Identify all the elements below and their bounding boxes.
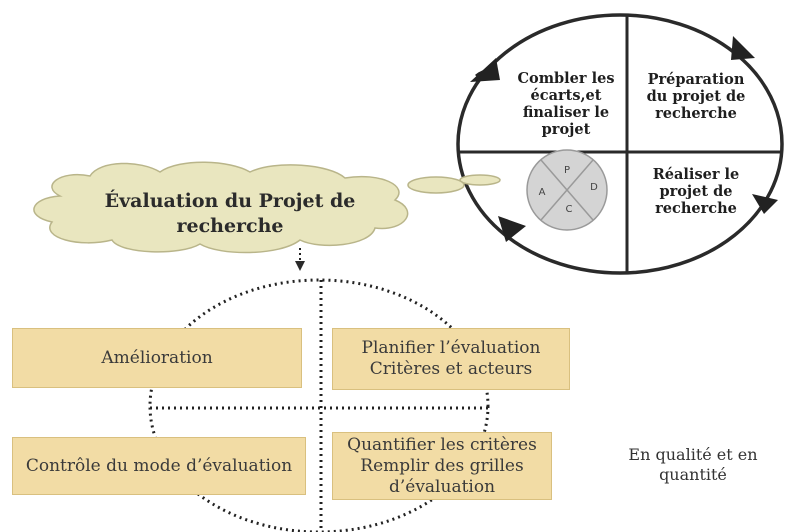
thought-cloud	[33, 161, 501, 254]
box-planifier: Planifier l’évaluation Critères et acteu…	[332, 328, 570, 390]
quadrant-label-top-left: Combler les écarts,et finaliser le proje…	[517, 70, 615, 138]
cycle-arrow-bottom-right	[752, 194, 778, 214]
evaluation-circle	[148, 278, 490, 532]
cycle-arrow-top-left	[470, 58, 500, 82]
pdca-letter-d: D	[590, 182, 598, 193]
box-amelioration: Amélioration	[12, 328, 302, 388]
box-quantifier: Quantifier les critères Remplir des gril…	[332, 432, 552, 500]
cycle-arrow-bottom-left	[498, 216, 526, 242]
side-note: En qualité et en quantité	[628, 445, 758, 484]
cloud-title: Évaluation du Projet de recherche	[104, 190, 356, 237]
cycle-arrow-top-right	[731, 36, 755, 60]
pdca-wheel	[526, 149, 608, 231]
pdca-letter-c: C	[565, 204, 573, 215]
pdca-letter-p: P	[563, 165, 571, 176]
box-controle: Contrôle du mode d’évaluation	[12, 437, 306, 495]
pdca-letter-a: A	[538, 187, 546, 198]
quadrant-label-bottom-right: Réaliser le projet de recherche	[652, 165, 740, 217]
quadrant-label-top-right: Préparation du projet de recherche	[646, 70, 746, 122]
